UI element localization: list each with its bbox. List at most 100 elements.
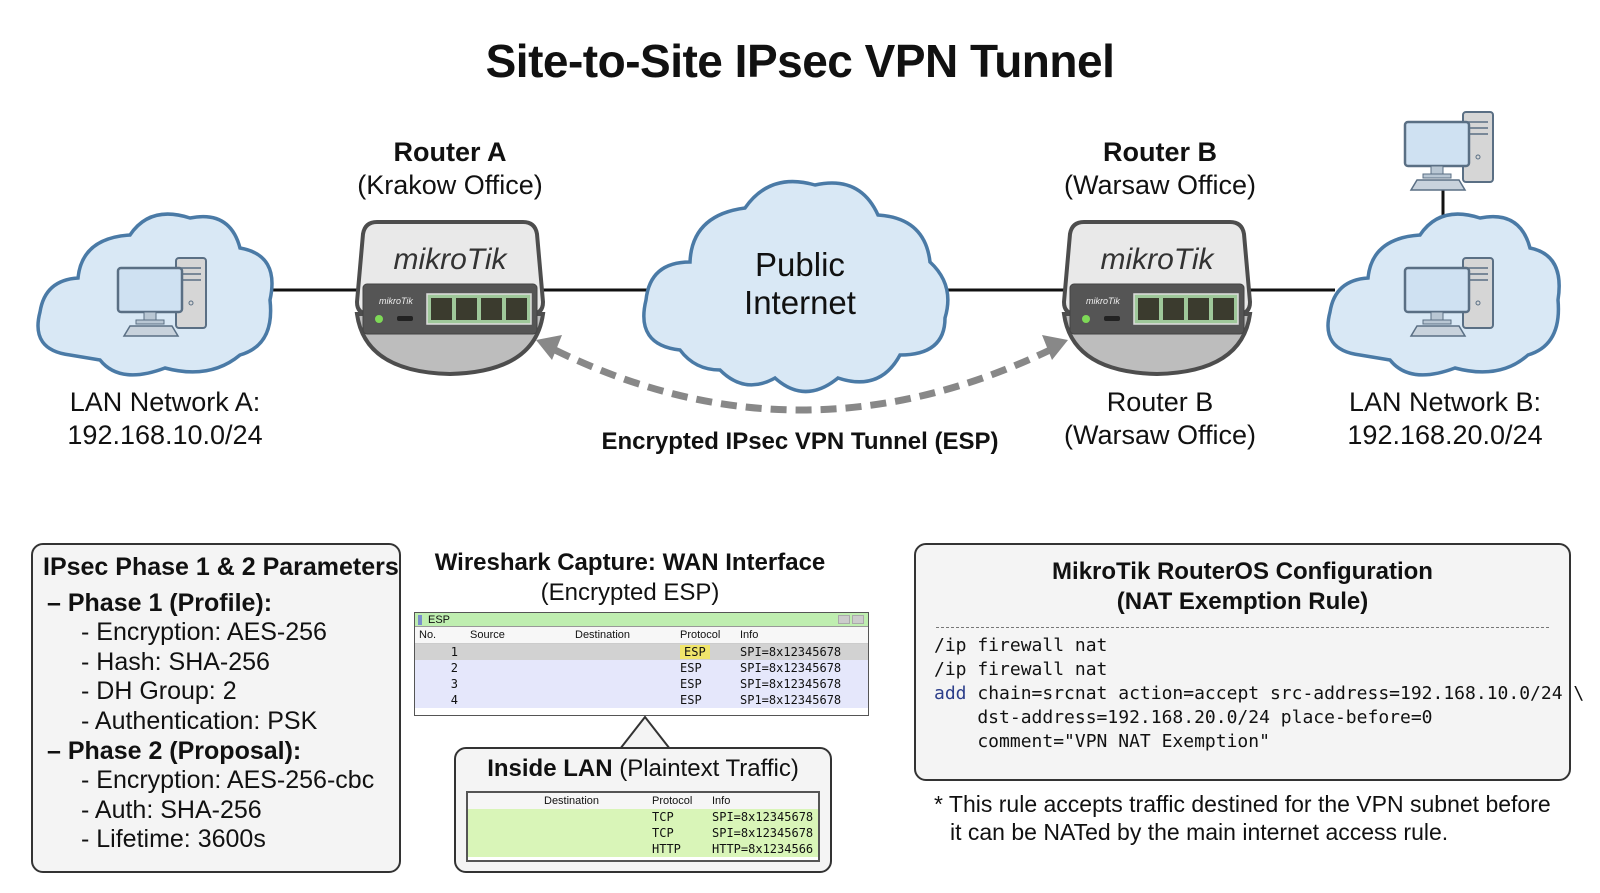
lan-packet-protocol: TCP (652, 810, 674, 824)
wireshark-capture-window: ESP No. Source Destination Protocol Info… (414, 612, 869, 716)
col-source[interactable]: Source (470, 629, 505, 641)
packet-no: 1 (450, 645, 458, 659)
router-a-name: Router A (393, 137, 507, 167)
router-b-lower-name: Router B (1106, 387, 1214, 417)
divider (936, 627, 1549, 628)
phase1-item: - DH Group: 2 (81, 677, 237, 705)
lan-b-label: LAN Network B: 192.168.20.0/24 (1330, 386, 1560, 452)
col-destination[interactable]: Destination (544, 795, 600, 807)
config-subheading: (NAT Exemption Rule) (1116, 588, 1369, 615)
packet-protocol: ESP (680, 661, 702, 675)
config-line: /ip firewall nat (934, 659, 1108, 680)
phase1-item: - Hash: SHA-256 (81, 647, 270, 676)
router-b-location: (Warsaw Office) (1063, 170, 1257, 200)
inside-lan-heading-rest: (Plaintext Traffic) (612, 755, 799, 782)
lan-b-cloud-icon (1326, 212, 1561, 377)
lan-b-external-computer-icon (1403, 110, 1495, 192)
router-a-icon: mikroTik mikroTik (355, 220, 545, 376)
tunnel-arrowhead-right-icon (1042, 335, 1068, 360)
tunnel-arrowhead-left-icon (536, 335, 562, 360)
window-controls[interactable] (838, 615, 864, 624)
lan-a-subnet: 192.168.10.0/24 (67, 420, 263, 450)
internet-label-line2: Internet (744, 284, 856, 321)
col-destination[interactable]: Destination (575, 629, 631, 641)
wireshark-filter-text[interactable]: ESP (428, 613, 451, 626)
config-line: /ip firewall nat (934, 635, 1108, 656)
packet-no: 2 (450, 661, 458, 675)
packet-row[interactable]: 3 ESP SPI=8x12345678 (415, 676, 868, 692)
config-footnote: * This rule accepts traffic destined for… (934, 790, 1574, 846)
router-b-brand-logo: mikroTik (1100, 243, 1215, 276)
inside-lan-heading-bold: Inside LAN (487, 755, 613, 782)
wireshark-filter-bar[interactable]: ESP (415, 613, 868, 627)
inside-lan-panel: Inside LAN (Plaintext Traffic) Destinati… (454, 747, 832, 873)
internet-cloud-icon (642, 179, 950, 394)
phase1-item: - Encryption: AES-256 (81, 618, 327, 646)
network-diagram: Public Internet mikroTik mikroTik mikroT… (36, 110, 1561, 414)
packet-info: SPI=8x12345678 (740, 677, 842, 691)
callout-pointer (617, 715, 673, 751)
packet-no: 4 (450, 693, 458, 707)
filter-bookmark-icon (418, 614, 422, 625)
wireshark-column-headers: No. Source Destination Protocol Info (415, 627, 868, 644)
params-heading: IPsec Phase 1 & 2 Parameters (43, 553, 399, 581)
phase2-item: - Encryption: AES-256-cbc (81, 766, 375, 794)
packet-row[interactable]: 1 ESP SPI=8x12345678 (415, 644, 868, 660)
phase1-item: - Authentication: PSK (81, 706, 318, 735)
phase1-label: – Phase 1 (Profile): (47, 589, 273, 617)
config-keyword: add (934, 683, 967, 704)
lan-packet-info: SPI=8x12345678 (712, 826, 814, 840)
wireshark-heading: Wireshark Capture: WAN Interface (Encryp… (410, 548, 850, 608)
footnote-line: * This rule accepts traffic destined for… (934, 791, 1551, 817)
wireshark-heading-title: Wireshark Capture: WAN Interface (434, 549, 826, 576)
packet-protocol: ESP (680, 645, 710, 659)
internet-label-line1: Public (755, 246, 845, 283)
lan-packet-info: HTTP=8x1234566 (712, 842, 814, 856)
packet-info: SPI=8x12345678 (740, 661, 842, 675)
lan-packet-protocol: TCP (652, 826, 674, 840)
packet-info: SPI=8x12345678 (740, 645, 842, 659)
tunnel-label: Encrypted IPsec VPN Tunnel (ESP) (601, 428, 999, 455)
inside-lan-heading: Inside LAN (Plaintext Traffic) (456, 755, 830, 783)
packet-info: SP1=8x12345678 (740, 693, 842, 707)
vpn-tunnel-arrow (536, 335, 1068, 414)
config-line: chain=srcnat action=accept src-address=1… (966, 683, 1585, 704)
col-no[interactable]: No. (419, 629, 437, 641)
window-control-icon[interactable] (852, 615, 864, 624)
lan-b-subnet: 192.168.20.0/24 (1347, 420, 1543, 450)
config-heading: MikroTik RouterOS Configuration (1052, 558, 1433, 585)
config-code: /ip firewall nat /ip firewall nat add ch… (934, 634, 1584, 754)
router-b-lower-location: (Warsaw Office) (1063, 420, 1257, 450)
routeros-config-panel: MikroTik RouterOS Configuration (NAT Exe… (914, 543, 1584, 781)
col-info[interactable]: Info (740, 629, 759, 641)
inside-lan-column-headers: Destination Protocol Info (468, 793, 818, 809)
lan-packet-row[interactable]: TCP SPI=8x12345678 (468, 825, 818, 841)
lan-b-name: LAN Network B: (1348, 387, 1542, 417)
router-b-icon: mikroTik mikroTik (1062, 220, 1252, 376)
config-line: comment="VPN NAT Exemption" (934, 731, 1270, 752)
packet-no: 3 (450, 677, 458, 691)
phase2-label: – Phase 2 (Proposal): (47, 737, 302, 765)
router-b-model-label: mikroTik (1086, 296, 1120, 306)
packet-row[interactable]: 4 ESP SP1=8x12345678 (415, 692, 868, 708)
col-info[interactable]: Info (712, 795, 731, 807)
lan-packet-row[interactable]: TCP SPI=8x12345678 (468, 809, 818, 825)
footnote-line: it can be NATed by the main internet acc… (950, 819, 1449, 845)
router-a-label: Router A (Krakow Office) (340, 136, 560, 202)
router-b-lower-label: Router B (Warsaw Office) (1050, 386, 1270, 452)
lan-packet-row[interactable]: HTTP HTTP=8x1234566 (468, 841, 818, 857)
lan-a-cloud-icon (36, 212, 274, 377)
router-a-model-label: mikroTik (379, 296, 413, 306)
diagram-title: Site-to-Site IPsec VPN Tunnel (485, 35, 1115, 87)
config-line: dst-address=192.168.20.0/24 place-before… (934, 707, 1433, 728)
lan-packet-protocol: HTTP (652, 842, 681, 856)
router-b-name: Router B (1103, 137, 1217, 167)
col-protocol[interactable]: Protocol (652, 795, 693, 807)
window-control-icon[interactable] (838, 615, 850, 624)
router-a-location: (Krakow Office) (357, 170, 543, 200)
phase2-item: - Lifetime: 3600s (81, 825, 266, 853)
router-a-brand-logo: mikroTik (393, 243, 508, 276)
col-protocol[interactable]: Protocol (680, 629, 721, 641)
packet-protocol: ESP (680, 693, 702, 707)
packet-row[interactable]: 2 ESP SPI=8x12345678 (415, 660, 868, 676)
